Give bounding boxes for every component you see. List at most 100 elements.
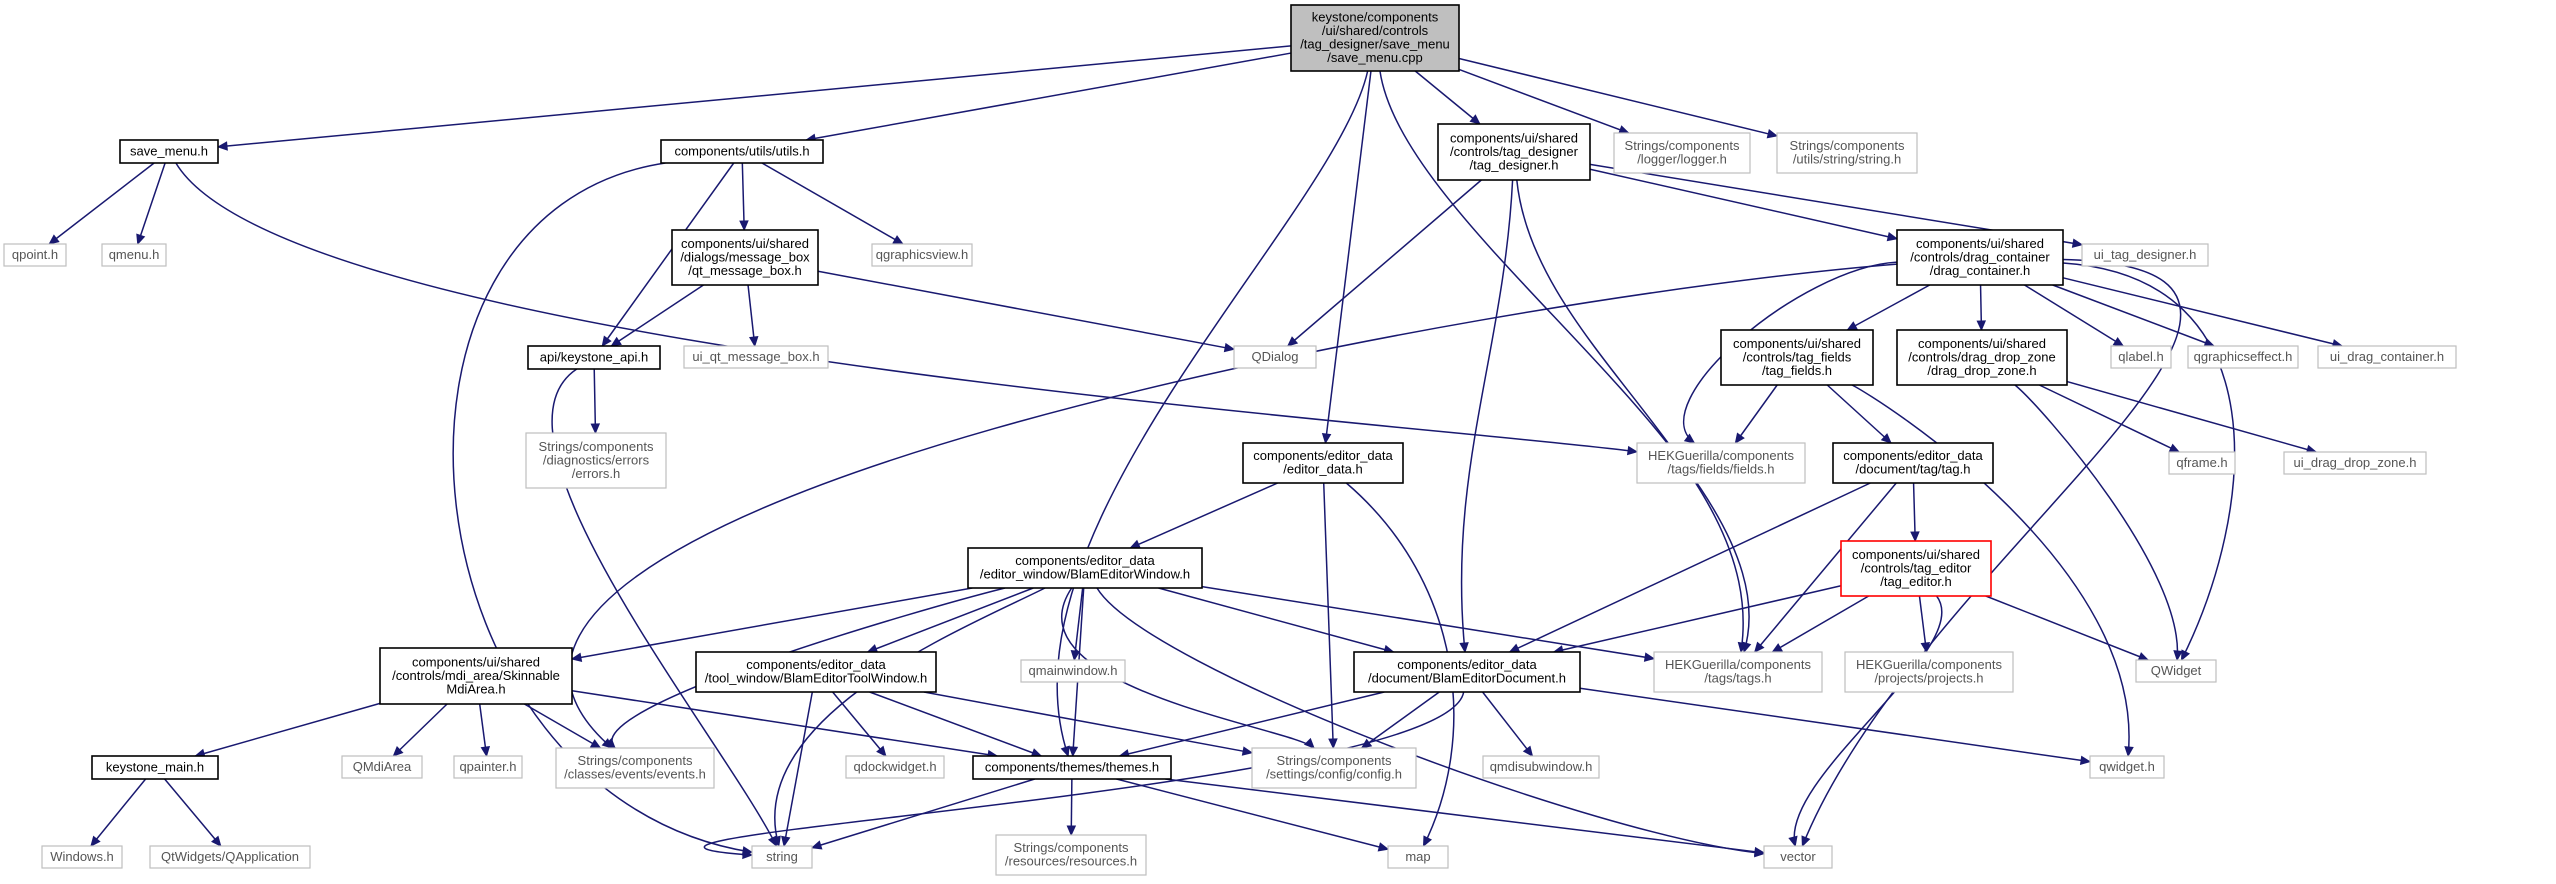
node-box [527,345,661,370]
arrowhead-blam_editor_window_h-to-themes_h [1068,746,1079,758]
node-string-h: Strings/components/utils/string/string.h [1776,132,1918,174]
node-skinnable-mdi-area-h[interactable]: components/ui/shared/controls/mdi_area/S… [379,647,573,705]
edge-drag_container_h-to-ui_drag_container_h [2062,277,2343,347]
edge-drag_container_h-to-qgraphicseffect_h [2052,284,2215,347]
node-drag-container-h[interactable]: components/ui/shared/controls/drag_conta… [1896,229,2064,286]
node-label-line: components/ui/shared [1918,336,2046,351]
node-box [1720,329,1874,386]
arrowhead-save_menu_h-to-fields_h [1626,445,1639,456]
node-label-line: save_menu.h [130,143,208,158]
node-map: map [1387,845,1449,869]
node-qframe-h: qframe.h [2168,451,2236,475]
edge-root-to-tags_h [1379,70,1750,653]
node-ui-qt-message-box-h: ui_qt_message_box.h [683,345,829,369]
edge-tag_designer_h-to-qdialog [1287,179,1482,347]
node-label-line: components/editor_data [1015,553,1155,568]
arrowhead-tag_fields_h-to-qwidget_h [2124,746,2134,758]
arrowhead-skinnable_mdi_area_h-to-events_h [589,739,602,749]
node-string: string [751,845,813,869]
node-label-line: /drag_container.h [1930,263,2030,278]
node-qlabel-h: qlabel.h [2110,345,2172,369]
node-label-line: ui_qt_message_box.h [692,349,819,364]
node-box [101,243,167,267]
arrowhead-blam_editor_window_h-to-events_h [604,737,616,749]
node-box [1653,651,1823,693]
node-themes-h[interactable]: components/themes/themes.h [972,755,1172,780]
node-label-line: /controls/tag_fields [1743,349,1852,364]
node-label-line: QWidget [2151,663,2202,678]
edge-drag_container_h-to-vector [1801,258,2182,847]
node-label-line: qlabel.h [2118,349,2164,364]
arrowhead-themes_h-to-vector [1753,846,1766,857]
node-blam-editor-window-h[interactable]: components/editor_data/editor_window/Bla… [967,547,1203,589]
node-box [1242,442,1404,484]
node-message-box-h[interactable]: components/ui/shared/dialogs/message_box… [671,229,819,286]
node-tag-fields-h[interactable]: components/ui/shared/controls/tag_fields… [1720,329,1874,386]
edge-tag_fields_h-to-fields_h [1734,384,1778,444]
node-ui-drag-container-h: ui_drag_container.h [2317,345,2457,369]
node-label-line: qdockwidget.h [853,759,936,774]
edge-blam_editor_document_h-to-themes_h [1119,691,1385,757]
node-blam-editor-document-h[interactable]: components/editor_data/document/BlamEdit… [1353,651,1581,693]
node-keystone-api-h[interactable]: api/keystone_api.h [527,345,661,370]
node-label-line: /projects/projects.h [1874,671,1983,686]
edge-editor_data_h-to-config_h [1322,482,1335,749]
arrowhead-drag_drop_zone_h-to-qwidget [2173,650,2183,662]
node-box [1353,651,1581,693]
node-label-line: Strings/components [539,439,654,454]
node-label-line: Strings/components [578,753,693,768]
node-tag-h[interactable]: components/editor_data/document/tag/tag.… [1832,442,1994,484]
arrowhead-keystone_main_h-to-windows_h [90,835,101,847]
node-box [2135,659,2217,683]
node-label-line: /save_menu.cpp [1327,50,1422,65]
arrowhead-message_box_h-to-ui_qt_message_box_h [748,336,759,348]
edge-save_menu_h-to-qpoint_h [48,162,155,245]
node-label-line: map [1405,849,1430,864]
edge-skinnable_mdi_area_h-to-themes_h [571,689,998,757]
node-save-menu-h[interactable]: save_menu.h [119,139,219,164]
node-tag-editor-h[interactable]: components/ui/shared/controls/tag_editor… [1840,540,1992,597]
node-box [1763,845,1833,869]
node-label-line: qpainter.h [459,759,516,774]
node-box [995,834,1147,876]
node-box [1020,659,1126,683]
node-label-line: /controls/tag_designer [1450,144,1579,159]
edge-root-to-logger_h [1458,68,1629,134]
edge-tag_editor_h-to-qwidget [1985,595,2149,661]
node-blam-editor-tool-window-h[interactable]: components/editor_data/tool_window/BlamE… [695,651,937,693]
arrowhead-blam_editor_document_h-to-qmdisubwindow_h [1522,745,1534,757]
node-box [967,547,1203,589]
node-label-line: /utils/string/string.h [1793,152,1901,167]
node-editor-data-h[interactable]: components/editor_data/editor_data.h [1242,442,1404,484]
node-utils-h[interactable]: components/utils/utils.h [660,139,824,164]
arrowhead-tag_designer_h-to-drag_container_h [1886,231,1899,242]
node-label-line: /diagnostics/errors [543,452,650,467]
node-label-line: /tags/fields/fields.h [1668,462,1775,477]
arrowhead-tag_h-to-tags_h [1753,641,1765,653]
arrowhead-root-to-tag_designer_h [1469,114,1481,125]
node-tag-designer-h[interactable]: components/ui/shared/controls/tag_design… [1437,123,1591,181]
arrowhead-message_box_h-to-qdialog [1223,342,1236,353]
arrowhead-utils_h-to-keystone_api_h [601,335,612,347]
arrowhead-tag_designer_h-to-qdialog [1286,336,1299,347]
node-root[interactable]: keystone/components/ui/shared/controls/t… [1290,4,1460,72]
dependency-nodes: keystone/components/ui/shared/controls/t… [3,4,2457,876]
node-label-line: QMdiArea [353,759,412,774]
arrowhead-root-to-string_h [1766,129,1779,139]
node-box [1844,651,2014,693]
node-label-line: /controls/drag_drop_zone [1908,349,2055,364]
edge-themes_h-to-map [1116,778,1389,850]
node-qmdiarea: QMdiArea [341,755,423,779]
node-label-line: qgraphicseffect.h [2194,349,2293,364]
edge-keystone_main_h-to-qapplication [164,778,222,847]
node-label-line: ui_drag_drop_zone.h [2294,455,2417,470]
node-label-line: /ui/shared/controls [1322,23,1429,38]
node-box [1840,540,1992,597]
edge-skinnable_mdi_area_h-to-qmdiarea [392,703,448,757]
node-label-line: /controls/tag_editor [1861,560,1972,575]
edge-tag_designer_h-to-drag_container_h [1589,168,1898,240]
node-qmainwindow-h: qmainwindow.h [1020,659,1126,683]
node-label-line: qgraphicsview.h [876,247,969,262]
node-drag-drop-zone-h[interactable]: components/ui/shared/controls/drag_drop_… [1896,329,2068,386]
node-keystone-main-h[interactable]: keystone_main.h [91,755,219,780]
